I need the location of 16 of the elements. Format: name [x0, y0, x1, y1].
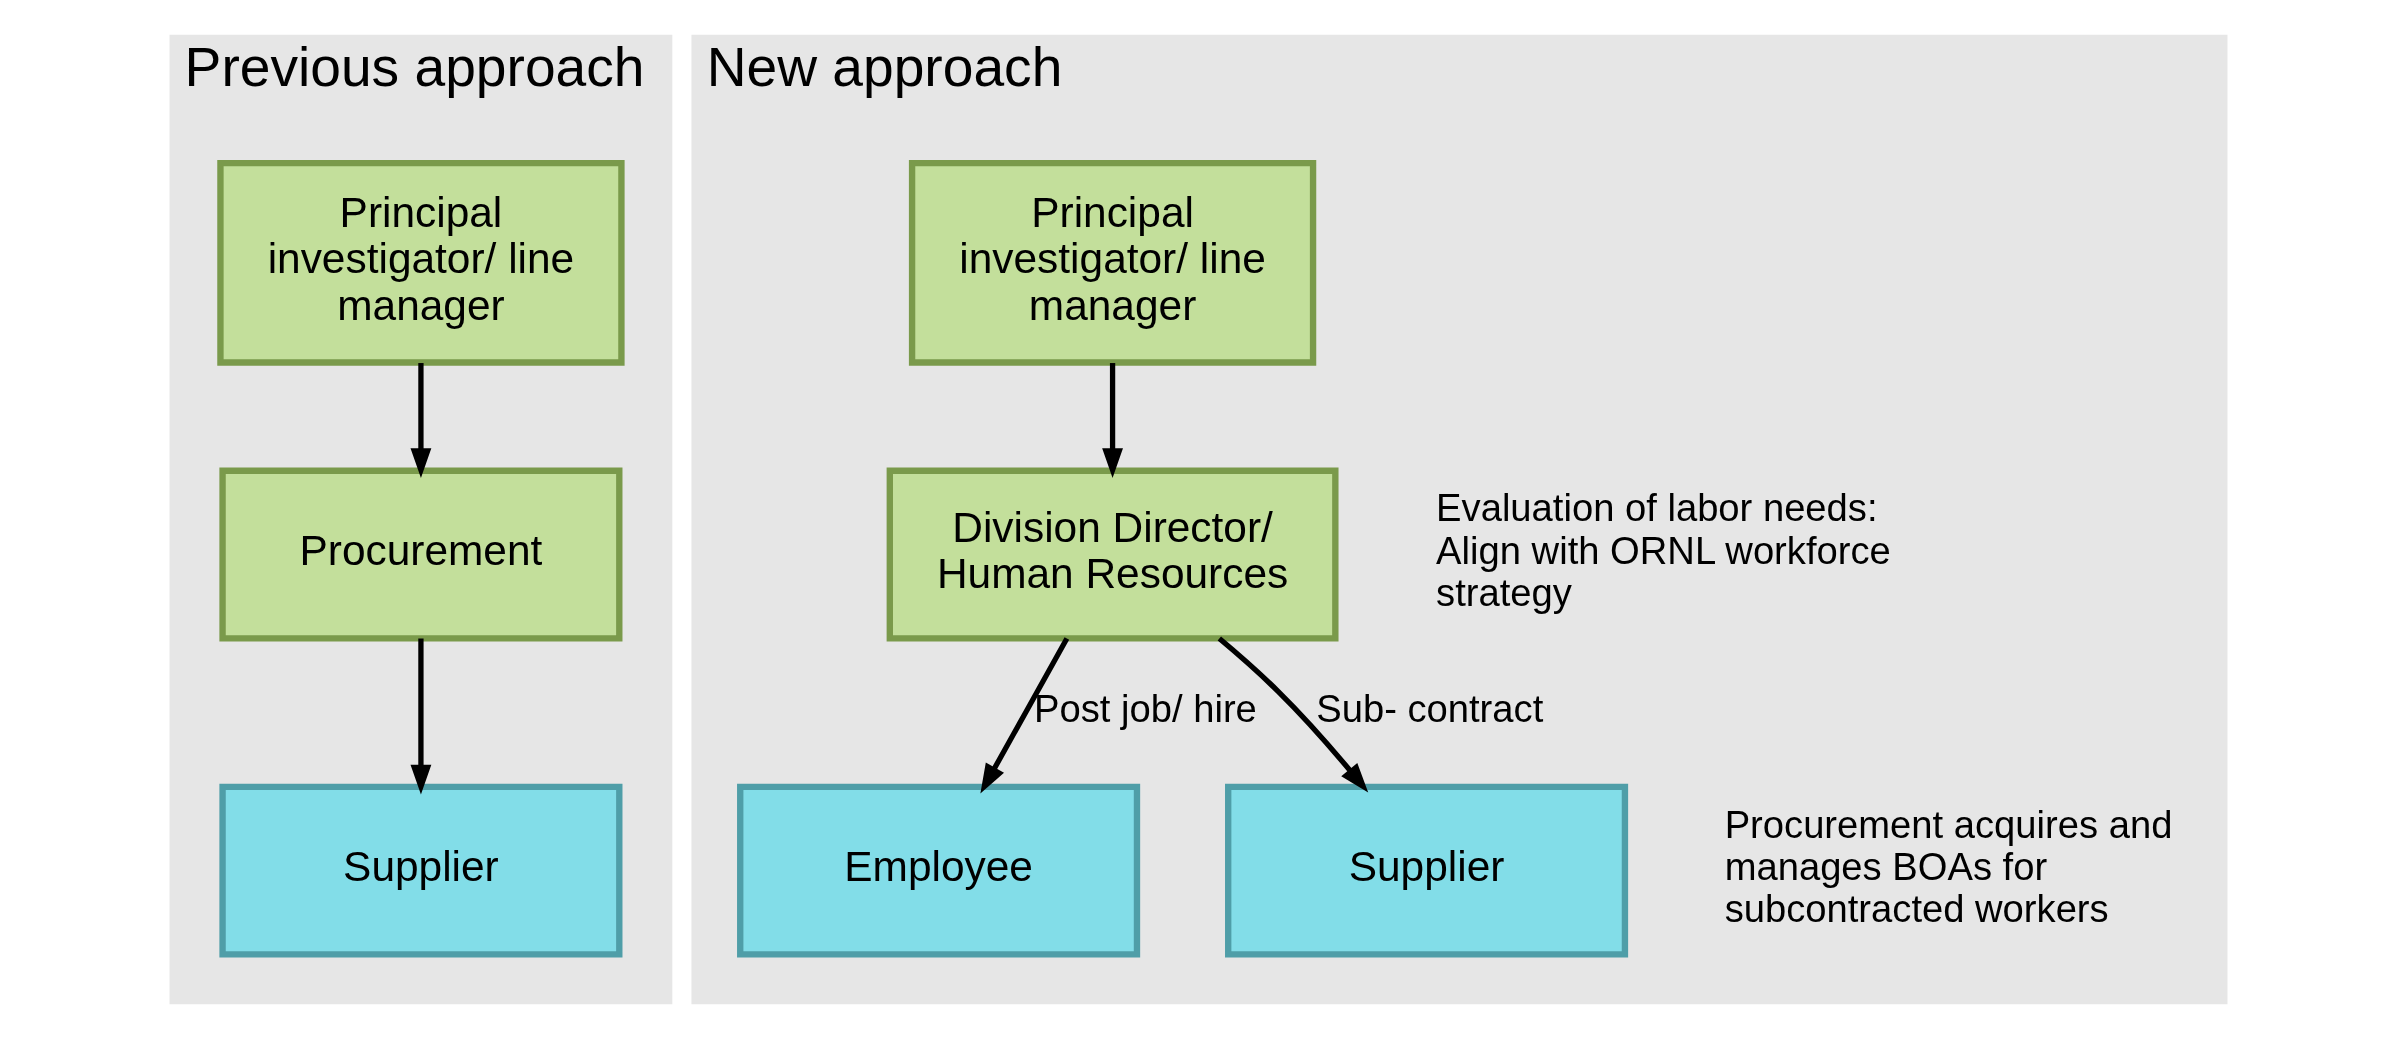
node-box: Division Director/ Human Resources [886, 467, 1338, 642]
edge-label: Sub- contract [1315, 686, 1543, 730]
node-box: Employee [736, 783, 1140, 958]
node-box: Supplier [218, 783, 622, 958]
arrow [1217, 636, 1368, 793]
arrow [1101, 363, 1123, 478]
arrow [979, 637, 1069, 794]
edge-label: Post job/ hire [1033, 686, 1257, 730]
node-label: Evaluation of labor needs: Align with ORNL workforce strategy [1435, 486, 1891, 615]
node-box: Supplier [1224, 783, 1628, 958]
node-box: Principal investigator/ line manager [216, 159, 625, 366]
node-label: Procurement acquires and manages BOAs for subcontracted workers [1724, 802, 2172, 931]
arrow [410, 638, 431, 795]
node-box: Principal investigator/ line manager [908, 159, 1316, 366]
arrow [410, 363, 431, 479]
node-box: Procurement [218, 467, 622, 642]
